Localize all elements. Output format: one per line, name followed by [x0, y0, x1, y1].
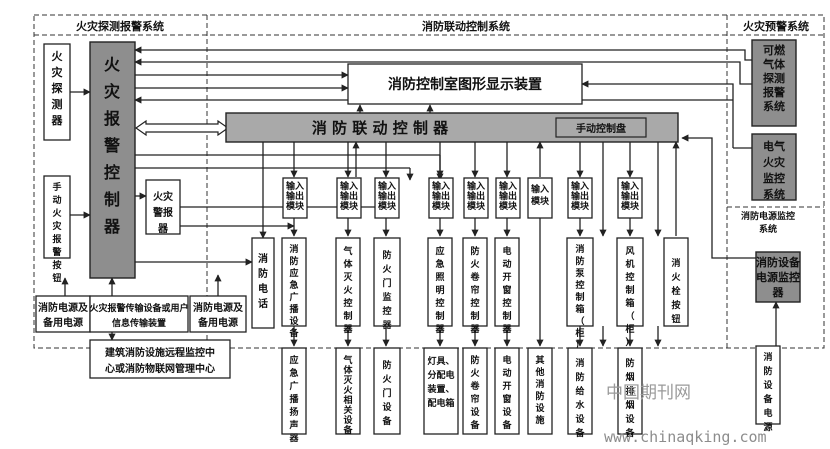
fire-alarm-label: 火灾警报器: [152, 190, 174, 235]
io-module-broadcast: [282, 177, 308, 219]
graphic-display-box: [347, 63, 583, 105]
gas-device-box: [335, 347, 361, 435]
firedoor-controller-label: 防火门监控器: [381, 249, 392, 331]
section-title-left: 火灾探测报警系统: [76, 19, 164, 33]
lighting-device-label: 灯具、分配电装置、配电箱: [426, 355, 454, 409]
manual-alarm-button-label: 手动火灾报警按钮: [52, 181, 62, 284]
io-module-label: 输入输出模块: [571, 180, 590, 212]
io-module-label: 输入输出模块: [340, 180, 359, 212]
gas-device-label: 气体灭火相关设备: [342, 354, 353, 436]
fan-controller-box: [616, 237, 644, 327]
manual-control-panel-box: [555, 117, 647, 138]
devices-row: 应急广播扬声器 气体灭火相关设备 防火门设备 灯具、分配电装置、配电箱 防火卷帘…: [281, 347, 643, 444]
power-monitor-box: [755, 251, 801, 303]
graphic-display-label: 消防控制室图形显示装置: [388, 76, 542, 93]
lighting-controller-box: [427, 237, 453, 327]
monitoring-center-label: 建筑消防设施远程监控中心或消防物联网管理中心: [104, 346, 215, 375]
transmission-label: 火灾报警传输设备或用户信息传输装置: [89, 302, 188, 329]
outer-frame: [33, 14, 825, 349]
hydrant-button-box: [663, 237, 689, 327]
other-facility-box: [527, 347, 553, 435]
window-device-box: [494, 347, 520, 435]
window-controller-label: 电动开窗控制器: [501, 245, 512, 335]
hydrant-button-label: 消火栓按钮: [671, 257, 681, 325]
other-facility-label: 其他消防设施: [534, 354, 545, 426]
fire-alarm-controller-label: 火灾报警控制器: [103, 55, 121, 236]
fire-detector-label: 火灾探测器: [51, 50, 64, 127]
power-device-label: 消防设备电源: [762, 351, 773, 433]
fire-alarm-controller-box: [89, 41, 136, 279]
lighting-device-box: [423, 347, 459, 435]
firedoor-device-box: [373, 347, 401, 435]
connections: [61, 46, 780, 347]
io-module-fan: [617, 177, 643, 219]
io-module-label: 输入输出模块: [286, 180, 305, 212]
manual-alarm-button-box: [43, 175, 71, 259]
broadcast-speaker-box: [281, 347, 307, 435]
pump-controller-label: 消防泵控制箱（柜）: [574, 243, 585, 351]
power-device-box: [755, 345, 781, 425]
power-backup-box-2: [189, 295, 247, 333]
gas-detection-system-label: 可燃气体探测报警系统: [762, 43, 786, 113]
power-monitor-label: 消防设备电源监控器: [756, 255, 801, 299]
gas-detection-system-box: [751, 39, 797, 127]
section-title-middle: 消防联动控制系统: [422, 19, 510, 33]
fire-alarm-box: [145, 179, 181, 235]
io-module-lighting: [428, 177, 454, 219]
electrical-fire-system-box: [751, 133, 797, 201]
gas-controller-label: 气体灭火控制器: [342, 245, 353, 335]
water-supply-label: 消防给水设备: [574, 357, 585, 439]
broadcast-controller-label: 消防应急广播设备: [288, 243, 299, 339]
fire-telephone-box: [251, 237, 275, 329]
shutter-controller-box: [462, 237, 488, 327]
watermark-cn: 中国期刊网: [606, 383, 691, 403]
io-module-label: 输入输出模块: [378, 180, 397, 212]
controllers-row: 消防应急广播设备 气体灭火控制器 防火门监控器 应急照明控制器 防火卷帘控制器 …: [281, 237, 689, 351]
fan-controller-label: 风机控制箱（柜）: [624, 246, 634, 348]
section-title-right: 火灾预警系统: [743, 19, 809, 33]
io-module-firedoor: [374, 177, 400, 219]
smoke-exhaust-box: [617, 347, 643, 435]
window-controller-box: [494, 237, 520, 327]
io-module-label: 输入输出模块: [499, 180, 518, 212]
power-backup-label-2: 消防电源及备用电源: [193, 301, 244, 329]
broadcast-speaker-label: 应急广播扬声器: [288, 354, 299, 444]
power-backup-label: 消防电源及备用电源: [38, 301, 89, 329]
manual-control-panel-label: 手动控制盘: [576, 122, 626, 135]
gas-controller-box: [335, 237, 361, 327]
input-module-label: 输入模块: [531, 183, 550, 207]
io-module-pump: [567, 177, 593, 219]
water-supply-box: [567, 347, 593, 435]
io-module-gas: [336, 177, 362, 219]
broadcast-controller-box: [281, 237, 307, 327]
shutter-device-label: 防火卷帘设备: [469, 354, 480, 431]
fire-detector-box: [43, 43, 71, 141]
shutter-controller-label: 防火卷帘控制器: [469, 245, 480, 335]
window-device-label: 电动开窗设备: [501, 354, 512, 431]
io-module-shutter: [463, 177, 489, 219]
watermark-url: www.chinaqking.com: [604, 428, 767, 446]
monitoring-center-box: [89, 339, 231, 379]
io-modules: 输入输出模块 输入输出模块 输入输出模块 输入输出模块 输入输出模块 输入输出模…: [282, 177, 643, 219]
input-module-other: [527, 177, 553, 219]
smoke-exhaust-label: 防烟排烟设备: [624, 357, 635, 439]
io-module-label: 输入输出模块: [467, 180, 486, 212]
fire-telephone-label: 消防电话: [258, 252, 268, 310]
column-links: [290, 134, 780, 347]
firedoor-controller-box: [373, 237, 401, 327]
transmission-box: [89, 295, 189, 333]
shutter-device-box: [462, 347, 488, 435]
pump-controller-box: [566, 237, 594, 327]
io-module-window: [495, 177, 521, 219]
electrical-fire-system-label: 电气火灾监控系统: [763, 139, 786, 201]
io-module-label: 输入输出模块: [621, 180, 640, 212]
linkage-controller-label: 消 防 联 动 控 制 器: [312, 119, 449, 137]
power-monitor-section-title: 消防电源监控系统: [741, 210, 795, 235]
io-module-label: 输入输出模块: [432, 180, 451, 212]
firedoor-device-label: 防火门设备: [381, 359, 392, 427]
lighting-controller-label: 应急照明控制器: [434, 245, 445, 335]
